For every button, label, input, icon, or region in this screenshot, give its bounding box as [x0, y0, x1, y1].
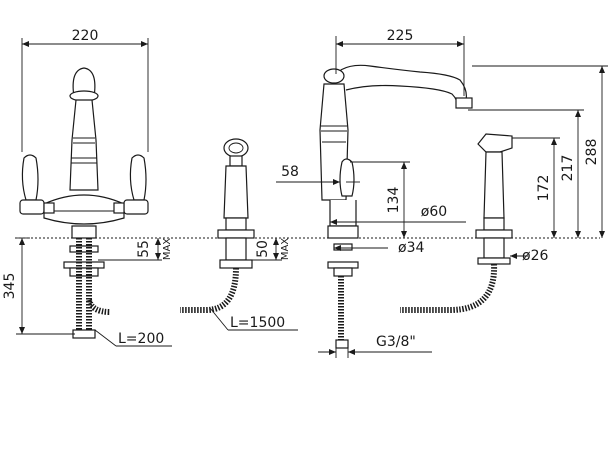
height-217-label: 217	[560, 155, 576, 182]
shower-front	[180, 138, 298, 331]
shower-side	[400, 133, 513, 313]
diameter-34-label: ø34	[398, 240, 424, 256]
spout-clearance-55-label: 55	[136, 240, 152, 258]
diameter-60-label: ø60	[421, 204, 447, 220]
reach-225-label: 225	[387, 28, 414, 44]
front-view-faucet	[19, 67, 149, 339]
height-288-label: 288	[584, 139, 600, 166]
side-dimensions	[276, 36, 466, 358]
max-label-shower: MAX	[280, 238, 291, 260]
side-view-faucet	[319, 64, 473, 349]
thread-g38-label: G3/8"	[376, 334, 416, 350]
front-dimensions	[16, 38, 172, 347]
depth-345-label: 345	[2, 273, 18, 300]
max-label-front: MAX	[162, 238, 173, 260]
offset-58-label: 58	[281, 164, 299, 180]
height-134-label: 134	[386, 187, 402, 214]
shower-side-dimensions	[468, 65, 608, 259]
hose-length-200-label: L=200	[118, 331, 164, 347]
diameter-26-label: ø26	[522, 248, 548, 264]
width-220-label: 220	[72, 28, 99, 44]
hose-length-1500-label: L=1500	[230, 315, 285, 331]
height-172-label: 172	[536, 175, 552, 202]
shower-clearance-50-label: 50	[255, 240, 271, 258]
